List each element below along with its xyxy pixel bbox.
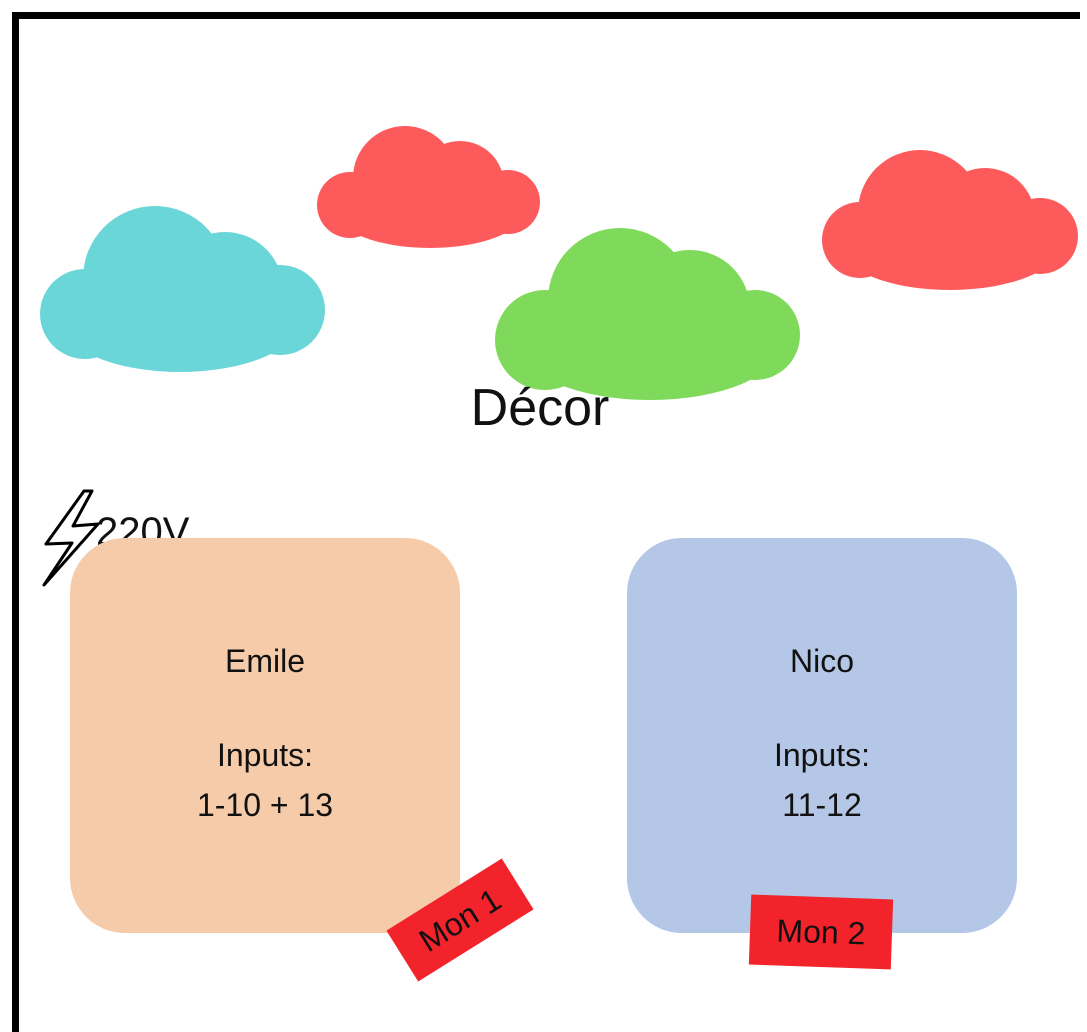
cloud-cyan (40, 206, 325, 372)
zone-name: Emile (224, 643, 305, 679)
clouds-layer (40, 126, 1078, 400)
cloud-red-top (317, 126, 540, 248)
zone-nico: Nico Inputs: 11-12 (627, 538, 1017, 933)
monitor-2-label: Mon 2 (748, 894, 894, 970)
zone-inputs-value: 1-10 + 13 (196, 787, 334, 823)
cloud-red-right (822, 150, 1078, 290)
zone-name: Nico (789, 643, 854, 679)
zone-inputs-label: Inputs: (216, 737, 314, 773)
decor-title: Décor (470, 379, 610, 437)
lightning-bolt-icon (42, 489, 100, 587)
cloud-green (495, 228, 800, 400)
zone-inputs-value: 11-12 (782, 787, 862, 823)
diagram-frame (12, 12, 1080, 1032)
zone-emile: Emile Inputs: 1-10 + 13 (70, 538, 460, 933)
zone-inputs-label: Inputs: (773, 737, 871, 773)
